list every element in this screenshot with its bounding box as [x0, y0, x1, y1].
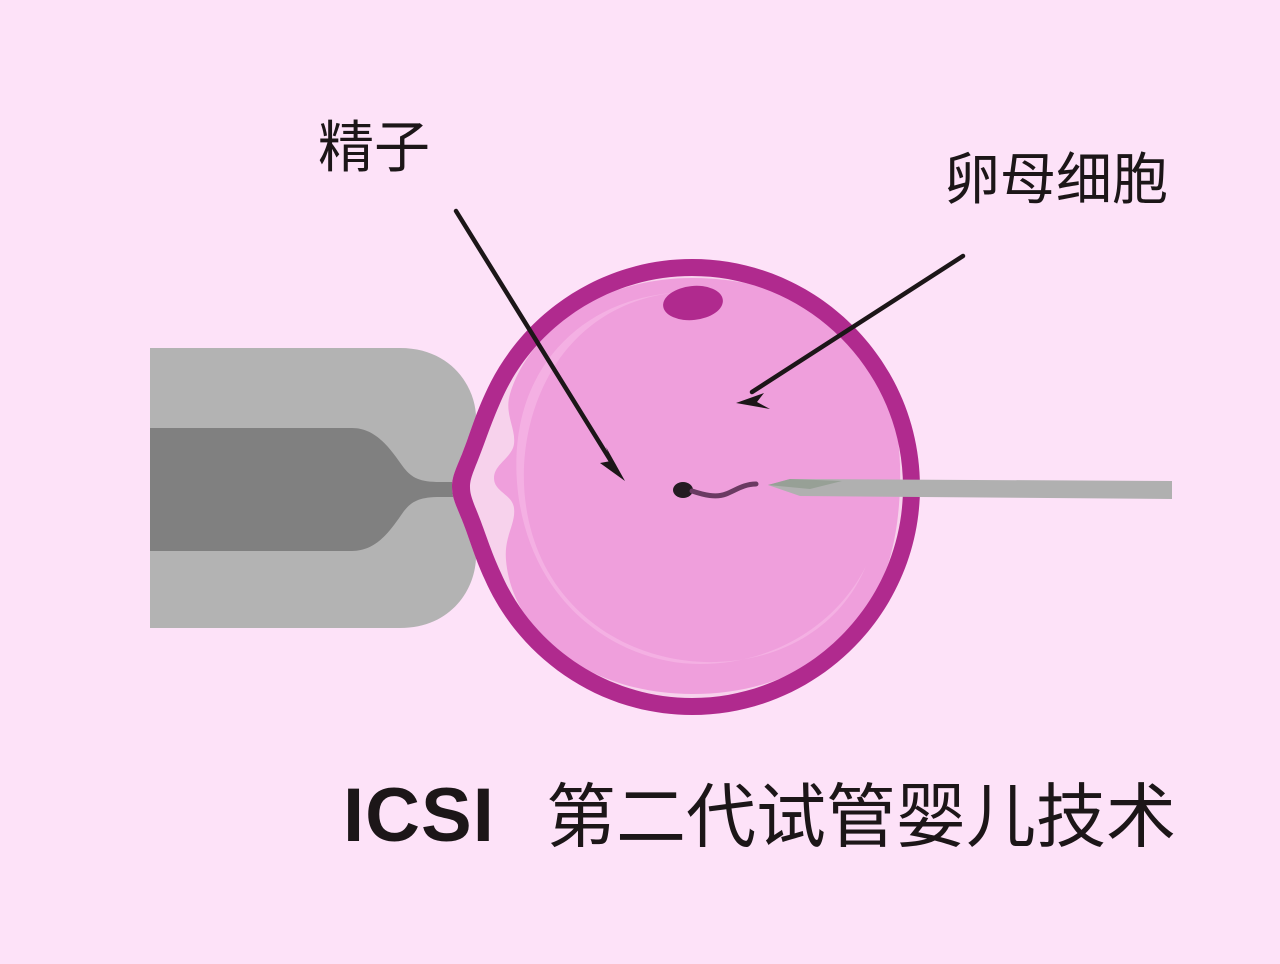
holding-pipette	[150, 348, 476, 628]
injection-needle	[768, 479, 1172, 499]
injection-needle-shaft	[768, 479, 1172, 499]
caption-chinese: 第二代试管婴儿技术	[546, 776, 1176, 858]
holding-pipette-bore	[150, 428, 476, 551]
caption-acronym: ICSI	[343, 773, 495, 858]
label-sperm: 精子	[318, 116, 430, 181]
sperm-head	[673, 482, 693, 498]
sperm-cell	[673, 481, 759, 499]
pointer-arrows	[453, 208, 966, 481]
arrow-sperm	[453, 208, 625, 481]
polar-body	[663, 285, 723, 321]
injection-needle-bevel	[768, 479, 842, 489]
label-oocyte: 卵母细胞	[944, 148, 1168, 213]
cytoplasm	[494, 278, 901, 694]
arrow-oocyte	[736, 253, 966, 409]
sperm-tail	[689, 481, 759, 499]
